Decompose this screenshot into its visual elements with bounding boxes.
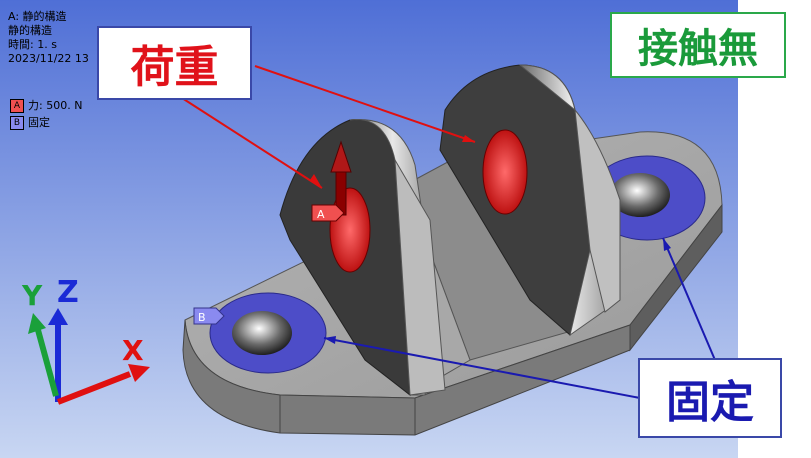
boundary-legend: A 力: 500. N B 固定 <box>10 98 82 132</box>
analysis-date: 2023/11/22 13 <box>8 52 89 65</box>
legend-text-fixed: 固定 <box>28 116 50 129</box>
callout-no-contact: 接触無 <box>610 12 786 78</box>
legend-text-force: 力: 500. N <box>28 99 83 112</box>
legend-tag-b: B <box>10 115 24 130</box>
tag-a[interactable]: A <box>311 204 345 222</box>
fixed-face-left[interactable] <box>209 292 327 374</box>
axis-y-label: Y <box>21 279 43 312</box>
rear-lug-load-hole[interactable] <box>482 129 528 215</box>
legend-tag-a: A <box>10 98 24 113</box>
legend-item-force[interactable]: A 力: 500. N <box>10 98 82 113</box>
analysis-title: A: 静的構造 <box>8 10 67 23</box>
axis-z-label: Z <box>57 275 79 310</box>
analysis-info: A: 静的構造 静的構造 時間: 1. s 2023/11/22 13 <box>8 10 89 66</box>
callout-fixed: 固定 <box>638 358 782 438</box>
tag-a-label: A <box>317 208 325 221</box>
axis-x-label: X <box>122 334 144 367</box>
tag-b[interactable]: B <box>193 307 225 325</box>
analysis-time: 時間: 1. s <box>8 38 57 51</box>
legend-item-fixed[interactable]: B 固定 <box>10 115 82 130</box>
analysis-type: 静的構造 <box>8 24 52 37</box>
axis-triad: Z Y X <box>21 275 150 405</box>
leader-lines <box>181 65 716 399</box>
callout-load: 荷重 <box>97 26 252 100</box>
tag-b-label: B <box>198 311 206 324</box>
